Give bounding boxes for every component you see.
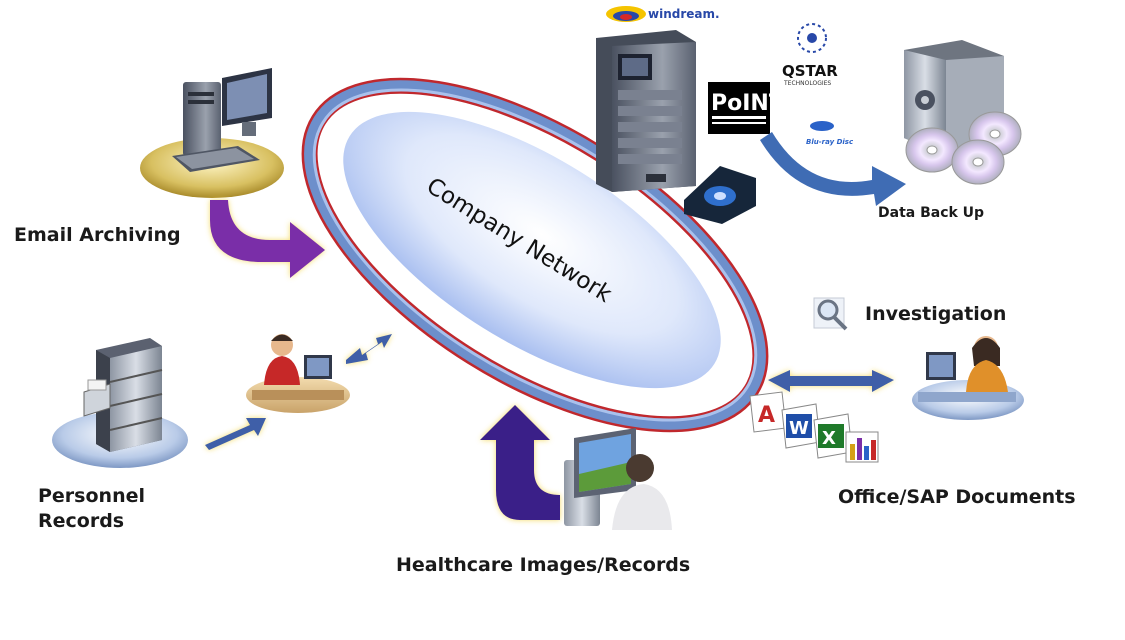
filing-cabinet-icon [83,338,163,452]
windream-logo: windream. [606,6,720,22]
bluray-text: Blu-ray Disc [806,138,854,146]
healthcare-node [480,405,672,530]
clerk-to-network-arrow [346,334,392,364]
data-backup-label: Data Back Up [878,205,984,221]
excel-icon: X [813,413,853,459]
office-file-icons: A W X [749,391,879,463]
personnel-records-node [52,338,188,468]
chart-file-icon [845,431,879,463]
qstar-text: QSTAR [782,62,838,80]
email-archiving-label: Email Archiving [14,224,181,246]
windream-text: windream. [648,7,720,21]
word-icon: W [781,403,821,449]
personnel-label-line2: Records [38,510,124,532]
svg-text:X: X [822,428,836,449]
clerk-at-desk-icon [246,334,350,413]
qstar-logo: QSTAR TECHNOLOGIES [782,23,838,87]
investigation-label: Investigation [865,303,1006,325]
backup-node [904,40,1022,185]
point-text: PoINT [711,91,784,116]
email-archiving-node [140,68,284,198]
investigation-node [813,297,1024,420]
office-sap-node: A W X [749,391,879,463]
network-office-link-arrow [768,370,894,392]
email-to-network-arrow [210,200,325,278]
personnel-to-clerk-arrow [205,418,266,450]
optical-drive-icon [684,166,756,224]
svg-text:A: A [758,403,775,428]
healthcare-label: Healthcare Images/Records [396,554,690,576]
qstar-sub-text: TECHNOLOGIES [783,80,831,87]
point-logo: PoINT [708,82,784,134]
desktop-computer-icon [172,68,272,172]
office-sap-label: Office/SAP Documents [838,486,1076,508]
svg-text:W: W [789,418,809,439]
healthcare-to-network-arrow [480,405,560,520]
vault-discs-icon [904,40,1022,185]
bluray-logo: Blu-ray Disc [806,121,854,146]
workstation-user-icon [564,428,672,530]
magnifier-icon [813,297,848,331]
personnel-label-line1: Personnel [38,485,145,507]
storage-server-icon [596,30,696,192]
server-to-backup-arrow [760,132,906,206]
woman-at-desk-icon [912,336,1024,420]
pdf-icon: A [749,391,787,433]
